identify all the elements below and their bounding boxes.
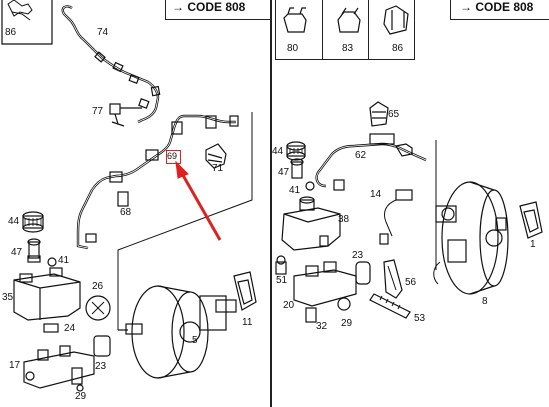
highlight-box-69[interactable]	[166, 150, 181, 164]
callout-77[interactable]: 77	[92, 106, 104, 117]
callout-32[interactable]: 32	[316, 321, 328, 332]
hose-71	[205, 143, 227, 169]
callout-44-left[interactable]: 44	[8, 216, 20, 227]
callout-62[interactable]: 62	[355, 150, 367, 161]
clip-83	[337, 7, 361, 33]
callout-68[interactable]: 68	[120, 207, 132, 218]
booster-5	[118, 285, 237, 379]
right-top-box-right	[414, 0, 416, 60]
callout-23-right[interactable]: 23	[352, 250, 364, 261]
callout-29-right[interactable]: 29	[341, 318, 353, 329]
filter-47-left	[27, 238, 41, 263]
callout-26[interactable]: 26	[92, 281, 104, 292]
panel-divider	[270, 0, 272, 407]
pointer-arrow	[175, 160, 222, 241]
switch-32	[305, 307, 317, 323]
gasket-1-right	[519, 201, 543, 239]
cap-44-right	[286, 141, 306, 161]
code-box-right-border	[450, 0, 452, 20]
cap-44-left	[22, 211, 44, 233]
right-top-box-bottom	[275, 59, 415, 61]
reservoir-35	[13, 267, 81, 321]
callout-1[interactable]: 1	[530, 239, 536, 250]
callout-14[interactable]: 14	[370, 189, 382, 200]
master-cylinder-20	[275, 255, 357, 307]
callout-47-right[interactable]: 47	[278, 167, 290, 178]
callout-51[interactable]: 51	[276, 275, 288, 286]
callout-24[interactable]: 24	[64, 323, 76, 334]
callout-41-right[interactable]: 41	[289, 185, 301, 196]
ring-29-right	[337, 297, 351, 311]
callout-47-left[interactable]: 47	[11, 247, 23, 258]
callout-29-left[interactable]: 29	[75, 391, 87, 402]
callout-41-left[interactable]: 41	[58, 255, 70, 266]
clip-26	[85, 295, 111, 321]
right-top-sep-2	[368, 0, 369, 60]
ring-41-left	[47, 257, 57, 267]
callout-65[interactable]: 65	[388, 109, 400, 120]
code-box-left-bottom	[165, 19, 270, 21]
hose-62	[315, 142, 427, 188]
callout-35[interactable]: 35	[2, 292, 14, 303]
seal-24	[43, 323, 59, 333]
callout-74[interactable]: 74	[97, 27, 109, 38]
callout-44-right[interactable]: 44	[272, 146, 284, 157]
callout-56[interactable]: 56	[405, 277, 417, 288]
seal-23-right	[355, 261, 371, 285]
callout-80[interactable]: 80	[287, 43, 299, 54]
callout-71[interactable]: 71	[212, 163, 224, 174]
booster-8	[433, 181, 509, 295]
callout-8[interactable]: 8	[482, 296, 488, 307]
code-label-left[interactable]: → CODE 808	[172, 0, 246, 14]
callout-17[interactable]: 17	[9, 360, 21, 371]
gasket-23-left	[93, 335, 111, 357]
right-top-sep-1	[322, 0, 323, 60]
reservoir-38	[281, 196, 341, 251]
part-86-left-box	[1, 0, 53, 45]
callout-86-right[interactable]: 86	[392, 43, 404, 54]
callout-5[interactable]: 5	[192, 335, 198, 346]
callout-11-left[interactable]: 11	[242, 317, 253, 328]
callout-38[interactable]: 38	[338, 214, 350, 225]
bracket-56	[383, 259, 403, 299]
callout-83[interactable]: 83	[342, 43, 354, 54]
callout-69[interactable]: 69	[167, 151, 178, 161]
code-box-left-border	[165, 0, 167, 20]
clip-80	[283, 7, 307, 33]
right-top-box-left	[275, 0, 277, 60]
sensor-14	[379, 189, 413, 245]
code-box-right-bottom	[450, 19, 549, 21]
master-cylinder-17	[23, 345, 95, 392]
rail-53	[369, 293, 411, 319]
bolt-77	[109, 103, 142, 127]
gasket-11-left	[233, 271, 257, 311]
callout-23-left[interactable]: 23	[95, 361, 107, 372]
callout-20[interactable]: 20	[283, 300, 295, 311]
clip-86-right	[383, 5, 409, 35]
bellows-65	[369, 101, 389, 127]
callout-53[interactable]: 53	[414, 313, 426, 324]
callout-86-left[interactable]: 86	[5, 27, 17, 38]
filter-47-right	[290, 158, 304, 179]
ring-41-right	[305, 181, 315, 191]
code-label-right[interactable]: → CODE 808	[460, 0, 534, 14]
